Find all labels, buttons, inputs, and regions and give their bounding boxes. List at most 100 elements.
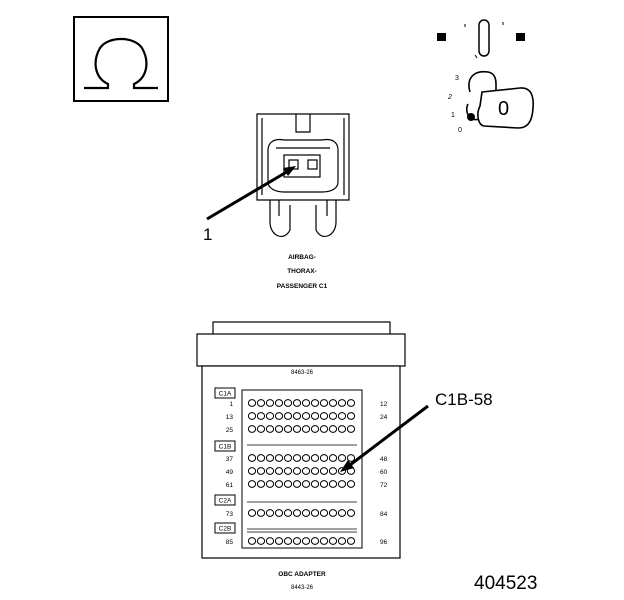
adapter-group-tag	[214, 440, 236, 452]
adapter-pin	[292, 467, 302, 475]
adapter-pin	[346, 480, 356, 488]
adapter-pin	[301, 454, 311, 462]
adapter-pin	[265, 425, 275, 433]
adapter-pin	[274, 425, 284, 433]
adapter-pin	[337, 509, 347, 517]
adapter-pin	[337, 454, 347, 462]
adapter-pin	[247, 454, 257, 462]
adapter-pin	[247, 509, 257, 517]
adapter-pin	[274, 480, 284, 488]
adapter-pin	[292, 412, 302, 420]
adapter-pin	[319, 399, 329, 407]
adapter-pin	[310, 480, 320, 488]
adapter-group-label: C1B	[219, 444, 232, 451]
adapter-group-tag	[214, 522, 236, 534]
adapter-pin	[256, 480, 266, 488]
ignition-position-2: 2	[447, 94, 452, 101]
adapter-pin	[256, 425, 266, 433]
adapter-bottom-name: OBC ADAPTER	[278, 571, 326, 578]
adapter-pin	[256, 454, 266, 462]
adapter-pin	[283, 399, 293, 407]
adapter-pin	[328, 412, 338, 420]
adapter-pin	[319, 412, 329, 420]
adapter-row-left-number: 1	[229, 401, 233, 408]
adapter-pin	[328, 537, 338, 545]
adapter-pin	[346, 425, 356, 433]
adapter-pin	[310, 454, 320, 462]
adapter-group-label: C1A	[219, 391, 232, 398]
adapter-pin	[346, 399, 356, 407]
adapter-row-right-number: 24	[380, 414, 388, 421]
adapter-pin	[319, 537, 329, 545]
adapter-pin	[328, 480, 338, 488]
adapter-pin	[310, 412, 320, 420]
adapter-pin	[247, 480, 257, 488]
adapter-pin	[346, 509, 356, 517]
adapter-row-right-number: 96	[380, 539, 388, 546]
adapter-pin	[256, 412, 266, 420]
adapter-pin	[310, 399, 320, 407]
adapter-pin	[247, 399, 257, 407]
ignition-position-3: 3	[455, 75, 459, 82]
adapter-pin	[256, 467, 266, 475]
adapter-pin	[346, 454, 356, 462]
adapter-pin	[301, 412, 311, 420]
adapter-pin	[283, 467, 293, 475]
adapter-pin	[301, 537, 311, 545]
adapter-pin-callout: C1B-58	[435, 390, 493, 409]
adapter-pin	[319, 467, 329, 475]
adapter-pin	[328, 425, 338, 433]
adapter-group-tag	[214, 387, 236, 399]
adapter-pin	[247, 425, 257, 433]
adapter-pin	[319, 425, 329, 433]
connector-c1-pointer-head	[283, 166, 296, 176]
adapter-pin	[310, 509, 320, 517]
adapter-row-right-number: 84	[380, 511, 388, 518]
adapter-pin	[265, 412, 275, 420]
adapter-pin	[301, 480, 311, 488]
adapter-row-right-number: 12	[380, 401, 388, 408]
ignition-key-label: 0	[498, 98, 509, 120]
adapter-pin	[337, 412, 347, 420]
adapter-pin	[256, 537, 266, 545]
adapter-row-right-number: 60	[380, 469, 388, 476]
adapter-top-part-number: 8463-26	[291, 370, 314, 376]
adapter-pin	[319, 454, 329, 462]
adapter-row-left-number: 49	[226, 469, 234, 476]
adapter-row-right-number: 48	[380, 456, 388, 463]
figure-number: 404523	[474, 573, 537, 594]
adapter-row-left-number: 85	[226, 539, 234, 546]
adapter-pin	[301, 399, 311, 407]
adapter-pin	[265, 399, 275, 407]
adapter-pin	[346, 412, 356, 420]
adapter-row-left-number: 37	[226, 456, 234, 463]
adapter-pin	[274, 412, 284, 420]
adapter-pin	[247, 537, 257, 545]
adapter-pin	[265, 467, 275, 475]
adapter-pin	[346, 537, 356, 545]
adapter-pin	[337, 537, 347, 545]
adapter-pin-pointer-head	[340, 460, 354, 472]
connector-c1-name-line3: PASSENGER C1	[277, 283, 328, 290]
connector-c1-icon	[256, 113, 350, 238]
adapter-pin	[274, 454, 284, 462]
adapter-pin	[328, 454, 338, 462]
adapter-pin	[328, 467, 338, 475]
connector-c1-name-line1: AIRBAG-	[288, 254, 316, 261]
adapter-row-left-number: 61	[226, 482, 234, 489]
adapter-pin	[301, 509, 311, 517]
adapter-bottom-part-number: 8443-26	[291, 585, 314, 591]
adapter-group-label: C2B	[219, 526, 232, 533]
ohmmeter-icon	[73, 16, 169, 102]
adapter-pin	[319, 480, 329, 488]
adapter-pin	[283, 454, 293, 462]
connector-c1-pointer	[206, 168, 291, 221]
adapter-pin	[301, 467, 311, 475]
ignition-position-0: 0	[458, 127, 462, 134]
connector-c1-callout: 1	[203, 225, 212, 244]
adapter-row-right-number: 72	[380, 482, 388, 489]
adapter-pin	[292, 537, 302, 545]
adapter-pin	[283, 425, 293, 433]
